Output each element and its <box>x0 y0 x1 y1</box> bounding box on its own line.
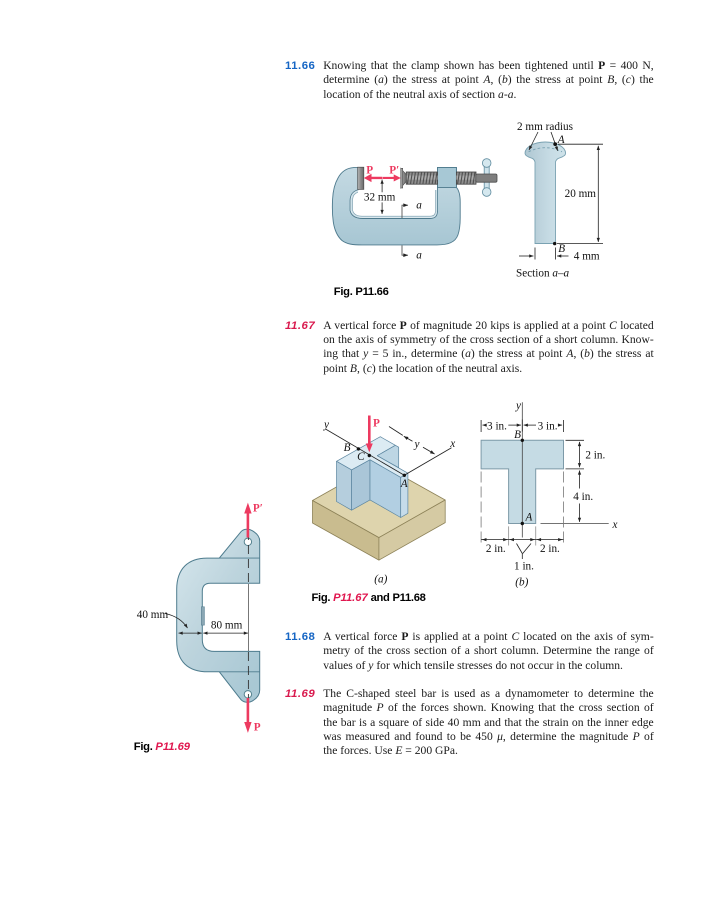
svg-text:4 in.: 4 in. <box>573 491 593 503</box>
svg-text:Section a–a: Section a–a <box>516 267 570 279</box>
svg-text:4 mm: 4 mm <box>574 250 600 262</box>
svg-text:A: A <box>557 134 565 146</box>
svg-text:20 mm: 20 mm <box>565 188 597 200</box>
svg-text:2 mm radius: 2 mm radius <box>517 121 573 133</box>
svg-text:C: C <box>357 451 365 463</box>
svg-text:3 in.: 3 in. <box>538 420 558 432</box>
svg-text:B: B <box>514 429 521 441</box>
svg-text:y: y <box>414 438 420 450</box>
svg-text:B: B <box>558 243 565 255</box>
svg-text:A: A <box>525 511 533 523</box>
svg-text:P′: P′ <box>389 164 399 176</box>
svg-text:2 in.: 2 in. <box>540 543 560 555</box>
svg-text:1 in.: 1 in. <box>514 561 534 573</box>
svg-text:A: A <box>400 478 408 490</box>
svg-text:B: B <box>344 442 351 454</box>
svg-text:40 mm: 40 mm <box>137 609 169 621</box>
svg-text:y: y <box>515 400 521 412</box>
svg-text:x: x <box>449 438 455 450</box>
svg-text:y: y <box>323 419 329 431</box>
svg-text:(a): (a) <box>374 574 387 586</box>
svg-text:32 mm: 32 mm <box>364 192 396 204</box>
svg-text:P′: P′ <box>253 503 263 515</box>
svg-text:a: a <box>416 249 422 261</box>
svg-text:80 mm: 80 mm <box>211 620 243 632</box>
svg-text:x: x <box>612 519 618 531</box>
svg-text:2 in.: 2 in. <box>585 449 605 461</box>
svg-text:2 in.: 2 in. <box>486 543 506 555</box>
svg-text:3 in.: 3 in. <box>487 420 507 432</box>
svg-text:P: P <box>254 722 261 734</box>
svg-text:P: P <box>366 164 373 176</box>
svg-text:P: P <box>373 418 380 430</box>
svg-text:(b): (b) <box>515 576 528 588</box>
svg-text:a: a <box>416 199 422 211</box>
